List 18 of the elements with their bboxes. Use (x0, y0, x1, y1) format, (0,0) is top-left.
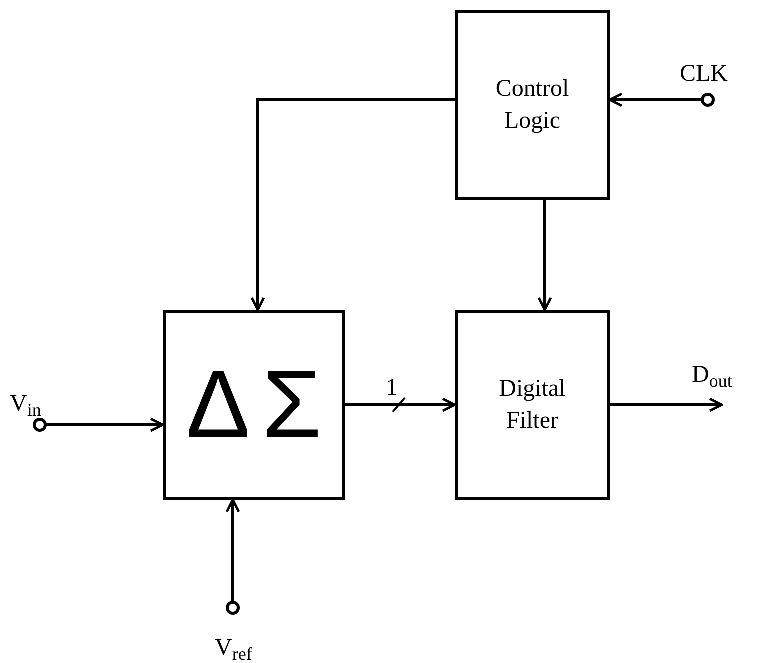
arrow (250, 98, 455, 312)
arrow (345, 398, 456, 412)
arrow (610, 398, 724, 412)
modulator-symbol: Σ (262, 357, 322, 453)
modulator-symbol: Δ (186, 357, 250, 453)
arrow (538, 200, 552, 312)
block-box (455, 310, 610, 500)
modulator-box (163, 310, 345, 500)
arrow (46, 418, 164, 432)
block-label: Control Logic (494, 75, 570, 136)
arrow (608, 92, 702, 108)
arrow (226, 498, 240, 602)
signal-label: D$_{out}$ (692, 363, 732, 387)
block-box (455, 10, 610, 200)
terminal-label: V$_{ref}$ (215, 636, 252, 660)
terminal-label: V$_{in}$ (10, 392, 42, 416)
terminal-label: CLK (680, 62, 728, 86)
block-label: Digital Filter (498, 375, 567, 436)
